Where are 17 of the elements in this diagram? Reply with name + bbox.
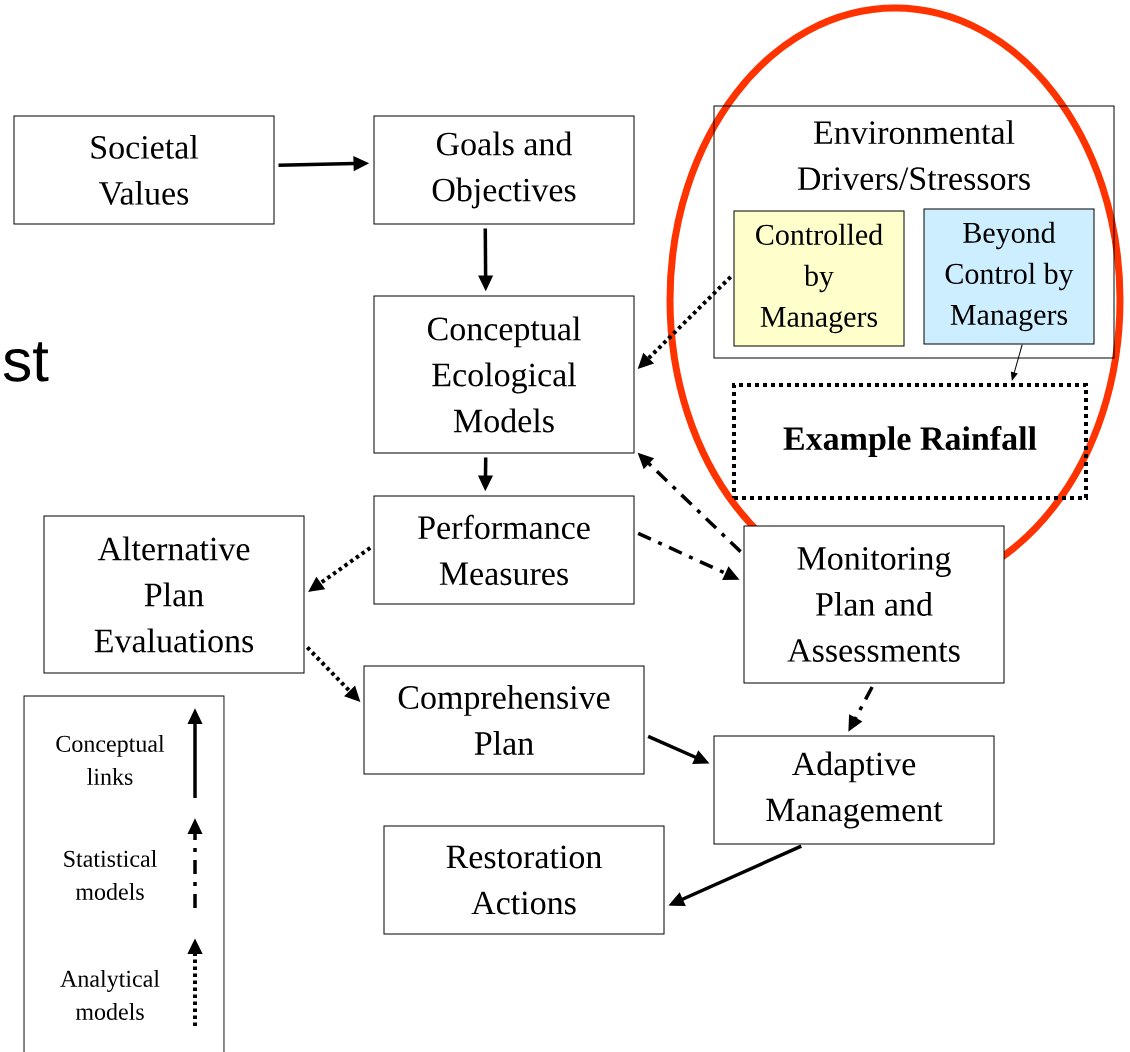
process-box: Restoration Actions [383,825,665,935]
legend-label: Analytical models [60,970,160,1020]
arrow [1010,344,1023,381]
process-box: Adaptive Management [713,735,995,845]
example-box: Example Rainfall [732,383,1088,500]
legend-label: Statistical models [64,850,157,900]
legend-label: Conceptual links [56,735,165,785]
process-box: Goals and Objectives [373,115,635,225]
process-box: Conceptual Ecological Models [373,295,635,454]
process-box: Alternative Plan Evaluations [43,515,305,674]
process-box: Monitoring Plan and Assessments [743,525,1005,684]
process-box: Societal Values [13,115,275,225]
process-box: Comprehensive Plan [363,665,645,775]
process-box: Performance Measures [373,495,635,605]
process-box: Beyond Control by Managers [923,208,1095,345]
title-fragment: st [3,342,49,382]
process-box: Controlled by Managers [733,210,905,347]
